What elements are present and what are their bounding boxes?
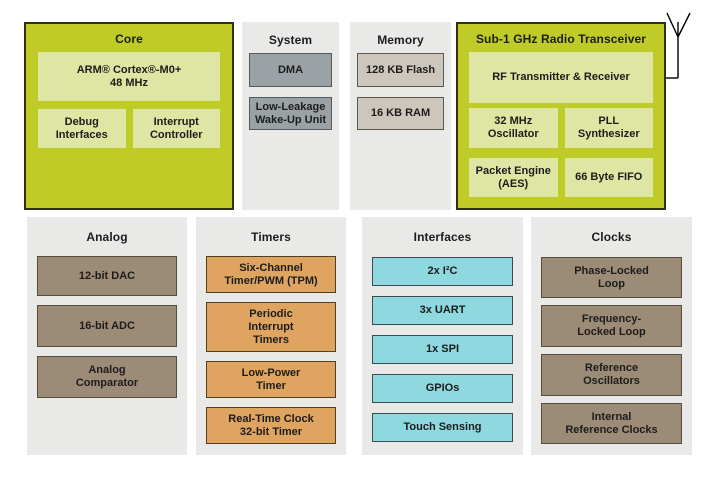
label-line: Internal [591,410,632,423]
label-line: Timer/PWM (TPM) [224,274,318,287]
timers-blocks: Six-Channel Timer/PWM (TPM) Periodic Int… [206,256,336,444]
memory-blocks: 128 KB Flash 16 KB RAM [357,53,444,130]
label-line: 2x I²C [427,265,458,277]
label-line: Timer [256,379,286,392]
group-memory: Memory 128 KB Flash 16 KB RAM [350,22,451,210]
block-ram: 16 KB RAM [357,97,444,130]
core-title: Core [115,32,143,46]
group-analog: Analog 12-bit DAC 16-bit ADC Analog Comp… [27,217,187,455]
label-line: 1x SPI [425,343,460,355]
block-i2c: 2x I²C [372,257,513,286]
block-interrupt-controller: Interrupt Controller [132,109,220,148]
label-line: Packet Engine [475,164,551,177]
interfaces-title: Interfaces [413,230,472,244]
label-line: Real-Time Clock [228,412,314,425]
label-line: Low-Power [241,366,301,379]
block-pll-synthesizer: PLL Synthesizer [564,108,653,148]
block-reference-oscillators: Reference Oscillators [541,354,682,396]
block-low-power-timer: Low-Power Timer [206,361,336,398]
block-12bit-dac: 12-bit DAC [37,256,177,296]
block-phase-locked-loop: Phase-Locked Loop [541,257,682,298]
label-line: Oscillators [583,375,640,387]
group-radio-transceiver: Sub-1 GHz Radio Transceiver RF Transmitt… [456,22,666,210]
label-line: 32 MHz [494,115,533,127]
group-system: System DMA Low-Leakage Wake-Up Unit [242,22,339,210]
analog-blocks: 12-bit DAC 16-bit ADC Analog Comparator [37,256,177,398]
core-sub-row: Debug Interfaces Interrupt Controller [38,109,220,148]
label-line: Interfaces [55,128,108,141]
block-packet-engine-aes: Packet Engine (AES) [469,158,558,197]
label-line: Low-Leakage [255,100,326,113]
block-flash: 128 KB Flash [357,53,444,87]
label-line: Analog [88,364,126,376]
label-line: 66 Byte FIFO [575,171,643,183]
label-line: 3x UART [419,304,466,316]
system-title: System [268,33,313,47]
block-66-byte-fifo: 66 Byte FIFO [564,158,653,197]
block-analog-comparator: Analog Comparator [37,356,177,398]
block-rf-transmitter-receiver: RF Transmitter & Receiver [469,52,653,103]
label-line: (AES) [498,177,529,190]
label-line: 12-bit DAC [78,269,136,282]
block-spi: 1x SPI [372,335,513,364]
timers-title: Timers [251,230,291,244]
label-line: Touch Sensing [403,421,482,433]
label-line: 16-bit ADC [79,319,135,332]
label-line: 128 KB Flash [365,63,436,76]
label-line: Controller [149,128,203,141]
label-line: 32-bit Timer [239,425,303,438]
label-line: Timers [253,333,289,346]
label-line: Periodic [249,307,293,320]
radio-row-3: Packet Engine (AES) 66 Byte FIFO [469,158,653,197]
group-clocks: Clocks Phase-Locked Loop Frequency- Lock… [531,217,692,455]
memory-title: Memory [377,33,424,47]
label-line: Frequency- [581,313,642,325]
label-line: Loop [598,277,625,290]
label-line: Reference Clocks [565,423,658,436]
label-line: GPIOs [425,382,460,394]
label-line: Reference [584,362,639,374]
block-touch-sensing: Touch Sensing [372,413,513,442]
label-line: Synthesizer [577,128,640,140]
group-timers: Timers Six-Channel Timer/PWM (TPM) Perio… [196,217,346,455]
label-line: Six-Channel [239,261,303,274]
label-line: Locked Loop [577,326,646,338]
system-blocks: DMA Low-Leakage Wake-Up Unit [249,53,332,130]
group-core: Core ARM® Cortex®-M0+ 48 MHz Debug Inter… [24,22,234,210]
block-low-leakage-wakeup-unit: Low-Leakage Wake-Up Unit [249,97,332,130]
clocks-title: Clocks [591,230,632,244]
radio-row-2: 32 MHz Oscillator PLL Synthesizer [469,108,653,148]
block-arm-cortex-m0: ARM® Cortex®-M0+ 48 MHz [38,52,220,101]
label-line: Interrupt [248,320,294,333]
block-uart: 3x UART [372,296,513,325]
label-line: Phase-Locked [574,264,649,277]
label-line: PLL [598,115,620,127]
antenna-icon [666,12,691,79]
label-line: ARM® Cortex®-M0+ [76,63,182,76]
label-line: 16 KB RAM [370,107,431,119]
block-internal-reference-clocks: Internal Reference Clocks [541,403,682,444]
block-real-time-clock: Real-Time Clock 32-bit Timer [206,407,336,444]
analog-title: Analog [86,230,128,244]
group-interfaces: Interfaces 2x I²C 3x UART 1x SPI GPIOs T… [362,217,523,455]
label-line: Interrupt [153,115,199,128]
label-line: Debug [64,115,99,128]
radio-title: Sub-1 GHz Radio Transceiver [475,32,647,46]
clocks-blocks: Phase-Locked Loop Frequency- Locked Loop… [541,257,682,444]
block-tpm-timer: Six-Channel Timer/PWM (TPM) [206,256,336,293]
block-gpios: GPIOs [372,374,513,403]
label-line: DMA [277,63,304,76]
label-line: Wake-Up Unit [254,113,327,126]
label-line: RF Transmitter & Receiver [492,71,630,83]
label-line: Comparator [75,377,139,389]
block-16bit-adc: 16-bit ADC [37,305,177,347]
block-32mhz-oscillator: 32 MHz Oscillator [469,108,558,148]
block-periodic-interrupt-timers: Periodic Interrupt Timers [206,302,336,352]
block-debug-interfaces: Debug Interfaces [38,109,126,148]
label-line: Oscillator [487,128,539,140]
block-frequency-locked-loop: Frequency- Locked Loop [541,305,682,347]
label-line: 48 MHz [110,76,148,89]
interfaces-blocks: 2x I²C 3x UART 1x SPI GPIOs Touch Sensin… [372,257,513,442]
block-dma: DMA [249,53,332,87]
